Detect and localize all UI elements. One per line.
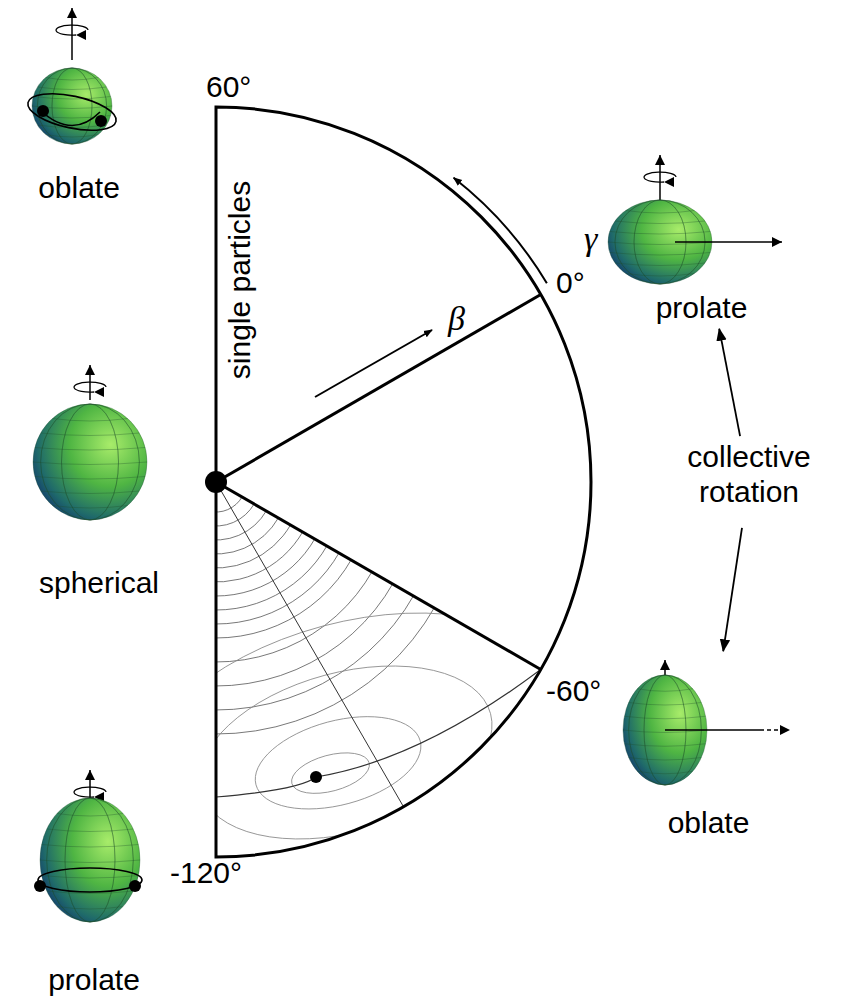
beta-symbol: β	[448, 302, 465, 336]
angle-label: -120°	[170, 858, 242, 888]
spherical-figure-drawing	[15, 360, 175, 600]
prolate-figure-drawing	[10, 765, 170, 997]
shape-label: prolate	[600, 291, 803, 326]
sector-line	[216, 482, 541, 670]
oblate-figure: oblate	[612, 655, 805, 840]
shape-label: prolate	[10, 963, 178, 998]
sector-outline	[216, 107, 591, 857]
caption-text: collective rotation	[650, 440, 841, 524]
angle-label: -60°	[546, 676, 601, 706]
pointer-arrow	[723, 528, 742, 651]
pointer-arrow	[719, 329, 740, 436]
gamma-arrow	[454, 178, 547, 283]
sector-line	[216, 295, 541, 483]
prolate-figure: prolate	[600, 150, 803, 325]
shape-label: oblate	[612, 806, 805, 841]
angle-label: 0°	[556, 268, 585, 298]
angle-label: 60°	[206, 72, 251, 102]
gamma-symbol: γ	[584, 222, 597, 256]
shape-label: oblate	[5, 171, 153, 206]
axis-label: single particles	[225, 181, 255, 379]
oblate-figure: oblate	[5, 5, 153, 205]
caption-label: collective rotation	[650, 440, 841, 509]
prolate-figure: prolate	[10, 765, 178, 997]
minimum-dot	[310, 771, 322, 783]
origin-dot	[205, 471, 227, 493]
shape-label: spherical	[15, 566, 183, 601]
beta-arrow	[315, 330, 432, 397]
spherical-figure: spherical	[15, 360, 183, 600]
